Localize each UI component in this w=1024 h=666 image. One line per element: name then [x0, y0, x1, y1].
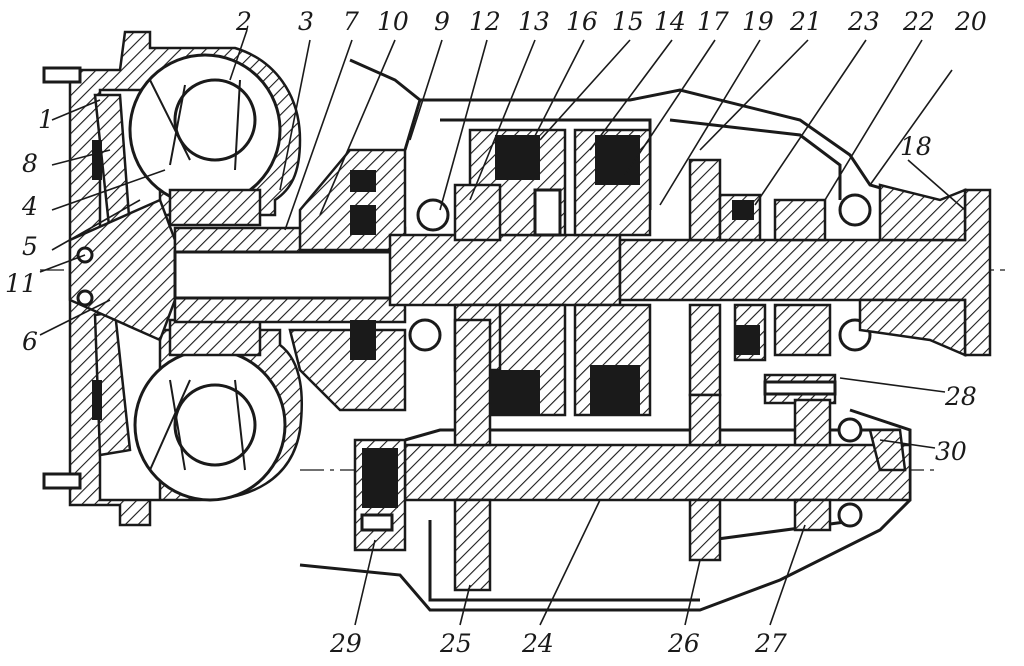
output-flange — [858, 183, 967, 357]
label-27: 27 — [754, 629, 787, 658]
label-23: 23 — [847, 7, 880, 36]
label-22: 22 — [902, 7, 935, 36]
clutch-pack-2 — [573, 128, 652, 417]
label-30: 30 — [935, 437, 967, 466]
label-21: 21 — [789, 7, 822, 36]
label-8: 8 — [22, 149, 38, 178]
label-11: 11 — [5, 269, 37, 298]
leader-lines — [39, 29, 966, 626]
label-28: 28 — [944, 382, 977, 411]
label-2: 2 — [235, 7, 252, 36]
label-9: 9 — [434, 7, 450, 36]
label-10: 10 — [377, 7, 409, 36]
label-6: 6 — [22, 327, 38, 356]
label-4: 4 — [21, 192, 38, 221]
label-18: 18 — [900, 132, 932, 161]
oil-pump — [288, 148, 407, 412]
label-29: 29 — [329, 629, 362, 658]
parking-lock — [868, 428, 907, 472]
callout-labels: 1 2 3 7 10 9 12 13 16 15 14 17 19 21 23 … — [5, 7, 987, 658]
label-24: 24 — [521, 629, 554, 658]
label-17: 17 — [697, 7, 729, 36]
label-7: 7 — [343, 7, 359, 36]
label-19: 19 — [742, 7, 774, 36]
label-14: 14 — [654, 7, 686, 36]
torque-converter-lower-torus — [133, 318, 287, 502]
reverse-idler — [763, 373, 837, 405]
label-5: 5 — [22, 232, 38, 261]
torque-converter-upper-torus — [128, 53, 282, 227]
label-15: 15 — [612, 7, 644, 36]
label-12: 12 — [469, 7, 501, 36]
label-25: 25 — [439, 629, 472, 658]
countershaft-drive-gear — [353, 438, 407, 552]
label-26: 26 — [667, 629, 700, 658]
label-1: 1 — [38, 105, 54, 134]
bearings — [408, 193, 872, 528]
label-3: 3 — [298, 7, 314, 36]
countershaft — [403, 318, 912, 592]
label-13: 13 — [518, 7, 550, 36]
lockup-clutch-plates — [92, 93, 132, 457]
label-16: 16 — [566, 7, 598, 36]
label-20: 20 — [954, 7, 987, 36]
